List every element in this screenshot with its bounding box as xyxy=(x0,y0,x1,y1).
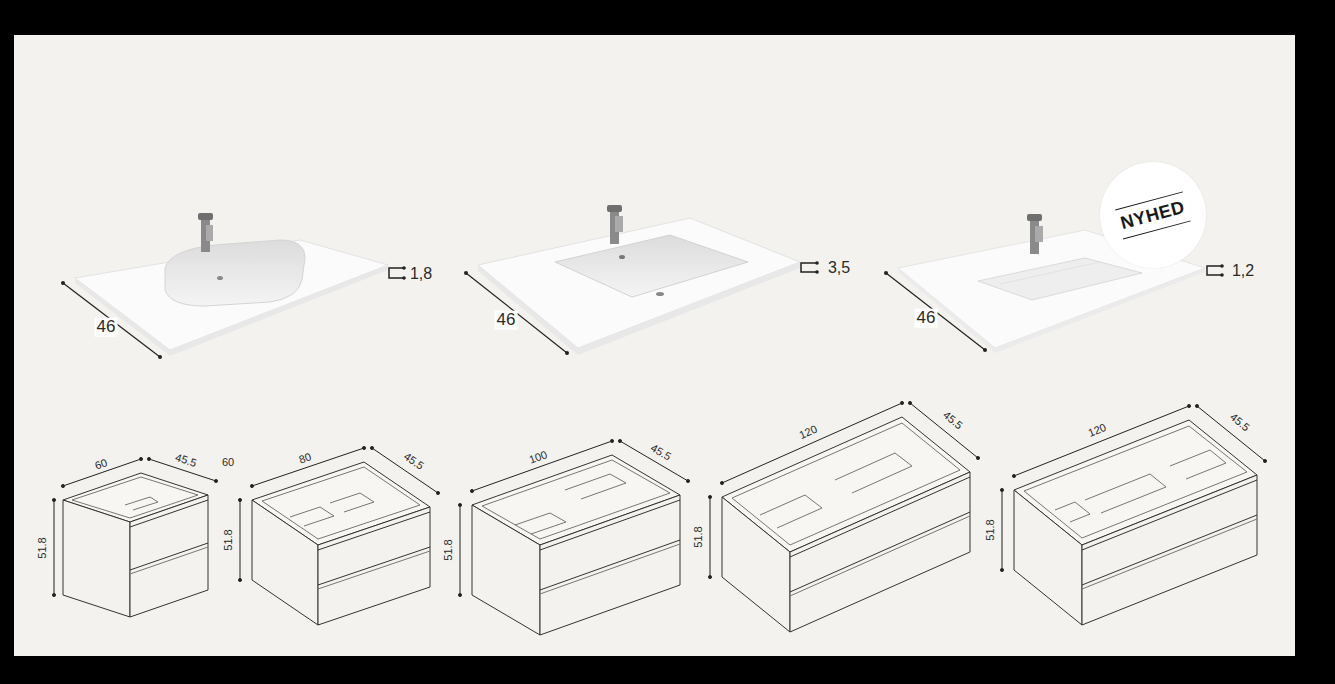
dimension-label: 46 xyxy=(495,311,518,330)
cabinet-120 xyxy=(708,401,979,632)
cabinet-120-b xyxy=(1000,404,1266,625)
badge-text: NYHED xyxy=(1115,191,1190,239)
dimension-label: 51.8 xyxy=(442,537,454,562)
dimension-label: 60 xyxy=(220,456,236,468)
dimension-label: 1,8 xyxy=(408,265,434,283)
sink-2 xyxy=(464,205,819,355)
dimension-label: 51.8 xyxy=(36,535,48,560)
dimension-label: 46 xyxy=(95,318,118,337)
dimension-label: 46 xyxy=(915,309,938,328)
dimension-label: 51.8 xyxy=(222,527,234,552)
dimension-label: 51.8 xyxy=(984,517,996,542)
cabinet-100 xyxy=(458,439,689,635)
sink-1 xyxy=(61,213,406,359)
dimension-label: 51.8 xyxy=(692,524,704,549)
new-badge: NYHED xyxy=(1100,162,1206,268)
cabinet-60 xyxy=(52,457,217,617)
dimension-label: 1,2 xyxy=(1230,262,1256,280)
cabinet-80 xyxy=(238,446,439,625)
dimension-label: 3,5 xyxy=(826,259,852,277)
